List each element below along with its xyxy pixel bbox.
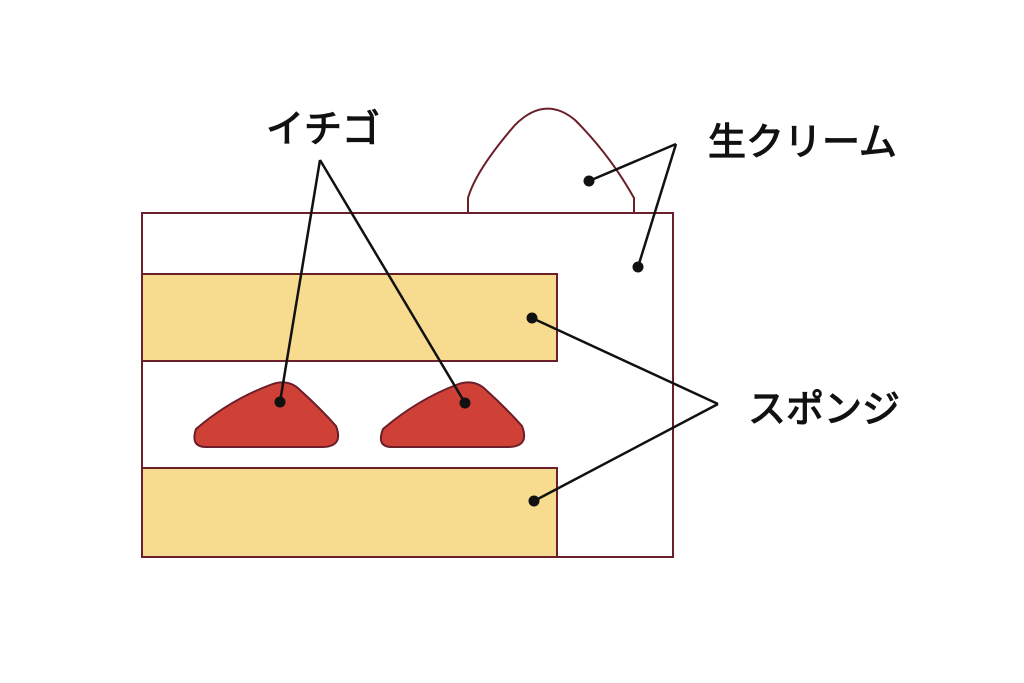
- leader-strawberry-left: [278, 159, 322, 403]
- dot-sponge-bottom: [528, 495, 540, 507]
- sponge-layer-top: [141, 273, 558, 362]
- strawberry-left: [193, 381, 340, 448]
- dot-strawberry-right: [459, 397, 471, 409]
- anchor-dots: [274, 175, 644, 507]
- leader-strawberry-right: [318, 159, 467, 404]
- dot-sponge-top: [526, 312, 538, 324]
- label-sponge: スポンジ: [748, 387, 900, 431]
- dot-cream-dollop: [583, 175, 595, 187]
- leader-cream-dollop: [588, 142, 677, 183]
- cream-dollop: [467, 107, 635, 214]
- leader-sponge-top: [531, 316, 719, 406]
- leader-lines: [278, 142, 719, 503]
- leader-sponge-bottom: [533, 402, 719, 503]
- leader-cream-body: [636, 143, 678, 268]
- dot-cream-body: [632, 261, 644, 273]
- label-strawberry: イチゴ: [266, 107, 380, 151]
- sponge-layer-bottom: [141, 467, 558, 558]
- label-fresh-cream: 生クリーム: [708, 120, 897, 164]
- dot-strawberry-left: [274, 396, 286, 408]
- strawberry-right: [379, 381, 526, 448]
